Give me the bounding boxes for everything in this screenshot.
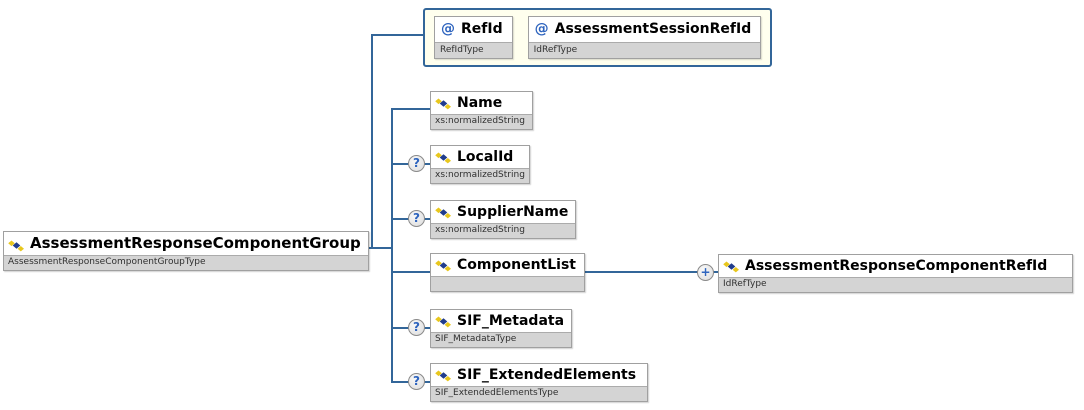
attribute-group-container: @ RefId RefIdType @ AssessmentSessionRef… <box>423 8 773 67</box>
element-type: xs:normalizedString <box>431 114 532 129</box>
element-icon <box>723 260 740 273</box>
element-name: LocalId <box>457 149 514 165</box>
connector-line <box>358 247 393 249</box>
attribute-name: AssessmentSessionRefId <box>554 21 752 37</box>
attribute-type: RefIdType <box>435 42 512 58</box>
element-name: SIF_ExtendedElements <box>457 367 637 383</box>
attribute-name: RefId <box>461 21 503 37</box>
element-icon <box>435 206 452 219</box>
element-name: SIF_Metadata <box>457 313 565 329</box>
element-icon <box>435 97 452 110</box>
element-box-name[interactable]: Name xs:normalizedString <box>430 91 533 130</box>
element-box-componentlist[interactable]: ComponentList <box>430 253 585 292</box>
connector-line <box>391 108 430 110</box>
element-icon <box>435 259 452 272</box>
element-type: SIF_ExtendedElementsType <box>431 386 647 401</box>
attribute-icon: @ <box>534 21 549 37</box>
element-box-assessmentresponsecomponentrefid[interactable]: AssessmentResponseComponentRefId IdRefTy… <box>718 254 1073 293</box>
element-name: SupplierName <box>457 204 569 220</box>
attribute-icon: @ <box>441 21 455 37</box>
element-icon <box>435 369 452 382</box>
element-type <box>431 276 584 291</box>
element-type: SIF_MetadataType <box>431 332 572 347</box>
element-type: xs:normalizedString <box>431 168 529 183</box>
connector-line <box>585 271 718 273</box>
element-name: ComponentList <box>457 257 576 273</box>
element-name: AssessmentResponseComponentGroup <box>30 234 361 252</box>
element-icon <box>435 315 452 328</box>
element-box-sif-extendedelements[interactable]: SIF_ExtendedElements SIF_ExtendedElement… <box>430 363 648 402</box>
element-type: IdRefType <box>719 277 1072 292</box>
element-icon <box>435 151 452 164</box>
element-box-sif-metadata[interactable]: SIF_Metadata SIF_MetadataType <box>430 309 573 348</box>
optional-indicator-icon: ? <box>408 319 425 336</box>
connector-line <box>391 108 393 383</box>
element-name: Name <box>457 95 503 111</box>
element-icon <box>8 238 25 251</box>
connector-line <box>371 34 373 249</box>
attribute-box-refid[interactable]: @ RefId RefIdType <box>434 16 513 59</box>
element-box-suppliername[interactable]: SupplierName xs:normalizedString <box>430 200 577 239</box>
expand-icon[interactable]: + <box>697 264 714 281</box>
optional-indicator-icon: ? <box>408 373 425 390</box>
attribute-box-assessmentsessionrefid[interactable]: @ AssessmentSessionRefId IdRefType <box>527 16 762 59</box>
element-type: AssessmentResponseComponentGroupType <box>4 255 368 270</box>
connector-line <box>371 34 424 36</box>
attribute-type: IdRefType <box>528 42 761 58</box>
optional-indicator-icon: ? <box>408 155 425 172</box>
root-element-box[interactable]: AssessmentResponseComponentGroup Assessm… <box>3 231 369 271</box>
element-box-localid[interactable]: LocalId xs:normalizedString <box>430 145 530 184</box>
element-name: AssessmentResponseComponentRefId <box>745 258 1048 274</box>
optional-indicator-icon: ? <box>408 210 425 227</box>
connector-line <box>391 271 430 273</box>
element-type: xs:normalizedString <box>431 223 576 238</box>
